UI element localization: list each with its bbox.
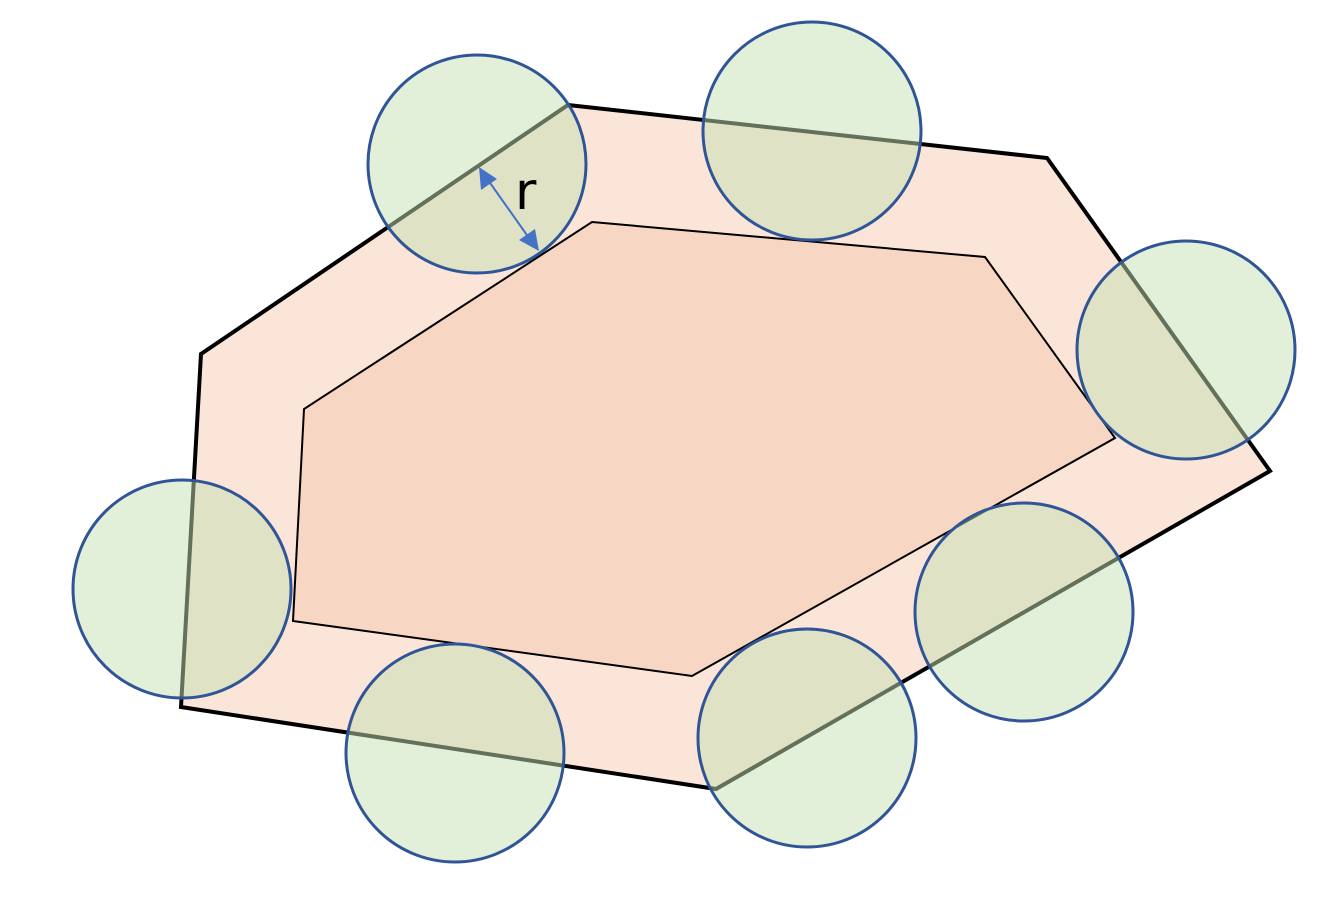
disk-left — [71, 478, 293, 700]
disk-bottom — [696, 627, 918, 849]
disk-right — [1075, 239, 1297, 461]
radius-label: r — [515, 162, 537, 222]
disk-top — [701, 20, 923, 242]
inner-polygon — [291, 220, 1117, 678]
radius-arrow — [479, 167, 539, 251]
disk-top-left — [366, 53, 588, 275]
disk-group — [71, 20, 1297, 864]
radius-arrow-shaft — [487, 179, 530, 239]
radius-arrowhead-start — [479, 167, 497, 190]
disk-lower-right — [913, 501, 1135, 723]
radius-arrowhead-end — [519, 229, 539, 251]
disk-bottom-left — [344, 642, 566, 864]
